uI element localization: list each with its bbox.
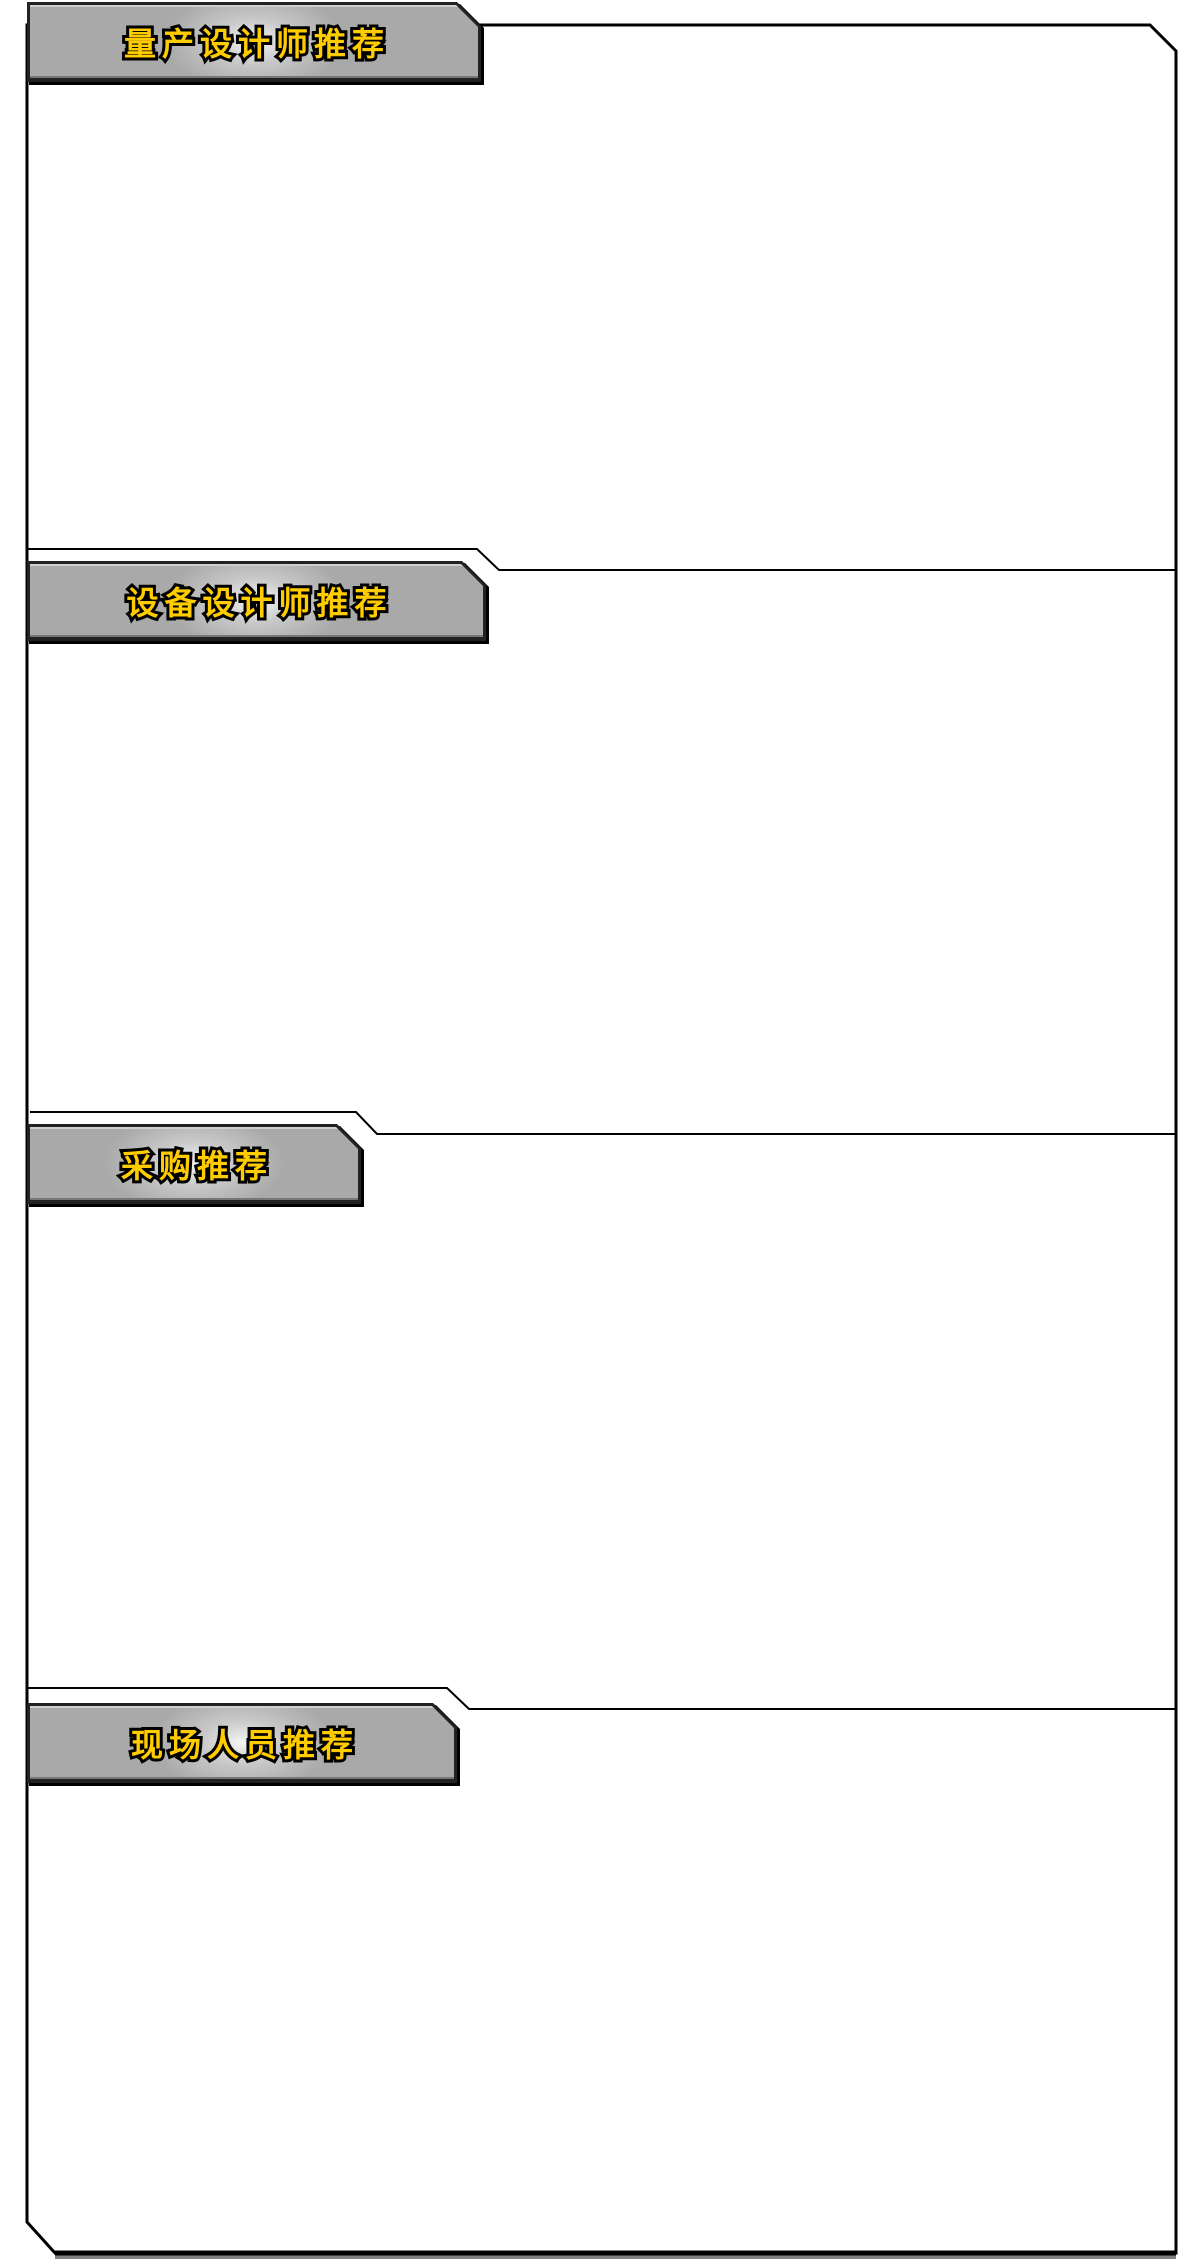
section-header-mass-production-designer: 量产设计师推荐 — [27, 2, 481, 82]
section-title: 量产设计师推荐 — [123, 24, 390, 63]
section-header-procurement: 采购推荐 — [27, 1124, 361, 1204]
section-header-field-staff: 现场人员推荐 — [27, 1703, 457, 1783]
section-title: 采购推荐 — [120, 1146, 273, 1185]
section-divider — [30, 1111, 1176, 1135]
section-title: 现场人员推荐 — [130, 1725, 359, 1764]
section-title: 设备设计师推荐 — [126, 583, 393, 622]
section-header-equipment-designer: 设备设计师推荐 — [27, 561, 486, 641]
section-divider — [27, 548, 1176, 571]
section-divider — [27, 1687, 1176, 1710]
